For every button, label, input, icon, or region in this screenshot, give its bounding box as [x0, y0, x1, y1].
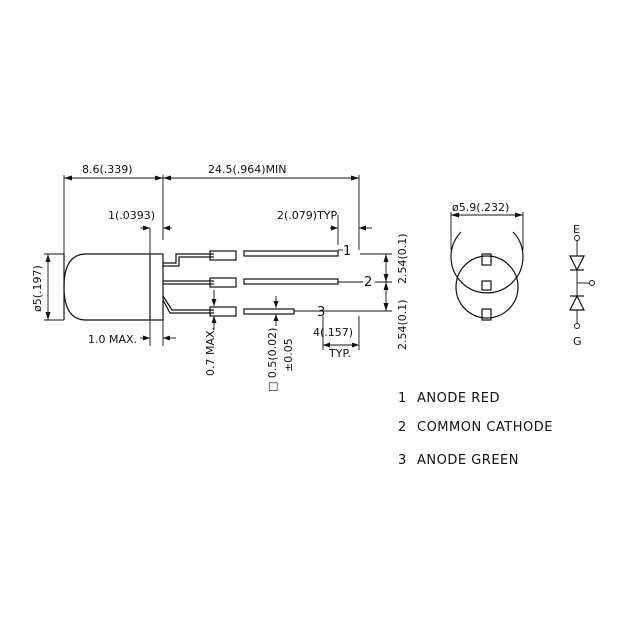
dim-flange-max: [140, 320, 176, 346]
legend-num-3: 3: [398, 453, 407, 468]
legend-text-2: COMMON CATHODE: [417, 420, 553, 435]
pin-number-2: 2: [364, 275, 373, 290]
dim-lead-section-label: □ 0.5(0.02): [266, 328, 279, 392]
dim-flange-max-label: 1.0 MAX.: [88, 333, 137, 346]
dim-lead-spacing: [300, 253, 392, 312]
legend-text-1: ANODE RED: [417, 391, 500, 406]
dim-lead-offset-label: 4(.157): [313, 326, 353, 339]
legend-num-2: 2: [398, 420, 407, 435]
dim-lead-length: [163, 175, 360, 250]
dim-top-diameter-label: ø5.9(.232): [452, 201, 509, 214]
dim-diameter: [44, 253, 64, 321]
dim-lead-section: [273, 296, 279, 326]
pin-number-3: 3: [317, 305, 326, 320]
dim-lead-spacing-bottom-label: 2.54(0.1): [396, 299, 409, 350]
dim-lead-offset-typ-label: TYP.: [328, 347, 351, 360]
schematic-bicolor-led: [569, 235, 595, 329]
dim-top-diameter: [450, 212, 524, 250]
pin-legend: 1 ANODE RED 2 COMMON CATHODE 3 ANODE GRE…: [398, 391, 553, 468]
dim-diameter-label: ø5(.197): [31, 265, 44, 312]
led-leads-long: [243, 250, 339, 315]
dim-lead-spacing-top-label: 2.54(0.1): [396, 233, 409, 284]
led-body-side-view: [63, 253, 164, 321]
schematic-label-bottom: G: [573, 335, 582, 348]
dim-body-length-label: 8.6(.339): [82, 163, 133, 176]
legend-num-1: 1: [398, 391, 407, 406]
led-top-view: [450, 231, 524, 321]
dim-body-length: [63, 175, 164, 254]
dim-flange: [140, 225, 172, 254]
dim-lead-tip: [330, 215, 372, 245]
legend-text-3: ANODE GREEN: [417, 453, 519, 468]
dim-lead-offset: [322, 316, 360, 350]
dim-lead-tolerance-label: ±0.05: [282, 338, 295, 372]
led-leads-bent: [162, 250, 237, 317]
dim-lead-width: [211, 290, 217, 330]
dim-flange-label: 1(.0393): [108, 209, 155, 222]
schematic-label-top: E: [573, 223, 580, 236]
dim-lead-width-label: 0.7 MAX.: [204, 327, 217, 376]
dim-lead-tip-label: 2(.079)TYP: [277, 209, 338, 222]
dim-lead-length-label: 24.5(.964)MIN: [208, 163, 287, 176]
pin-number-1: 1: [343, 244, 352, 259]
